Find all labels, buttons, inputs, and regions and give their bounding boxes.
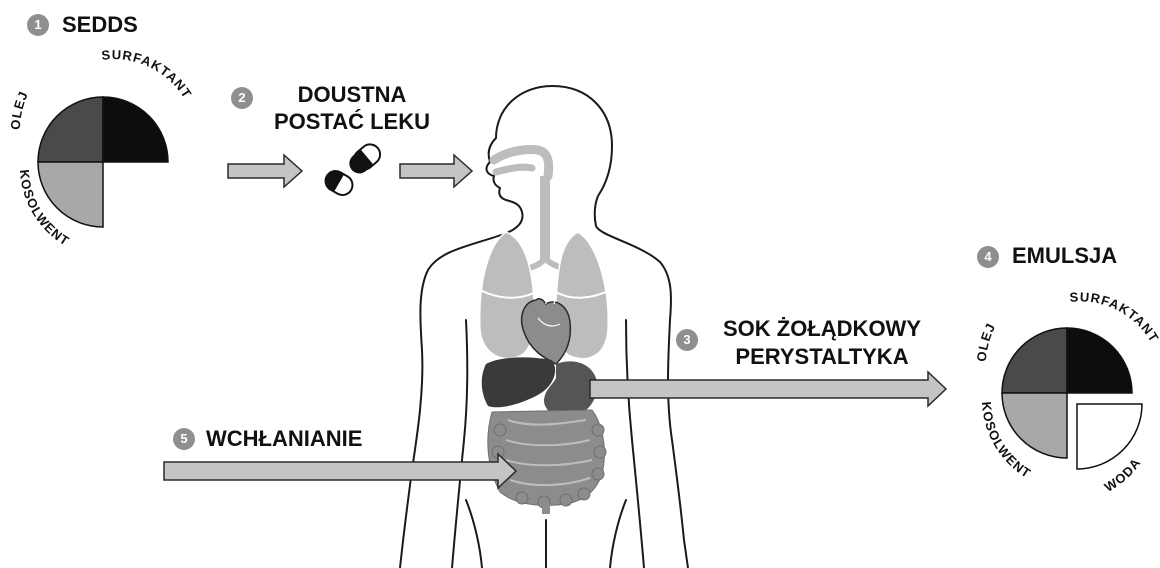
- capsule-icons: [322, 140, 384, 198]
- pie1-surfaktant-wedge: [103, 97, 168, 162]
- capsule-upper: [345, 140, 384, 177]
- sedds-pie-chart: OLEJ SURFAKTANT KOSOLWENT: [8, 47, 195, 249]
- arrow-pie-to-capsule: [228, 155, 302, 187]
- pie2-olej-wedge: [1002, 328, 1067, 393]
- step-5-badge: 5: [173, 428, 195, 450]
- step-2-badge: 2: [231, 87, 253, 109]
- capsule-lower: [322, 167, 356, 198]
- arrow-absorption: [164, 454, 516, 488]
- step-2-label: DOUSTNA POSTAĆ LEKU: [262, 84, 442, 133]
- step-1-label: SEDDS: [62, 14, 138, 36]
- arrow-capsule-to-mouth: [400, 155, 472, 187]
- step-3-line2: PERYSTALTYKA: [700, 346, 944, 368]
- pie2-kosolwent-wedge: [1002, 393, 1067, 458]
- pie1-olej-label: OLEJ: [8, 88, 31, 130]
- pie2-olej-label: OLEJ: [974, 320, 999, 362]
- arrow-stomach-to-emulsion: [590, 372, 946, 406]
- step-3-label: SOK ŻOŁĄDKOWY PERYSTALTYKA: [700, 318, 944, 368]
- step-4-label: EMULSJA: [1012, 245, 1117, 267]
- pie1-surfaktant-label: SURFAKTANT: [101, 47, 195, 101]
- step-1-badge: 1: [27, 14, 49, 36]
- step-4-badge: 4: [977, 246, 999, 268]
- emulsja-pie-chart: OLEJ SURFAKTANT KOSOLWENT WODA: [974, 289, 1160, 495]
- step-3-badge: 3: [676, 329, 698, 351]
- pie2-surfaktant-wedge: [1067, 328, 1132, 393]
- step-2-line1: DOUSTNA: [262, 84, 442, 106]
- step-2-line2: POSTAĆ LEKU: [262, 111, 442, 133]
- pie1-olej-wedge: [38, 97, 103, 162]
- step-5-label: WCHŁANIANIE: [206, 428, 362, 450]
- step-3-line1: SOK ŻOŁĄDKOWY: [700, 318, 944, 340]
